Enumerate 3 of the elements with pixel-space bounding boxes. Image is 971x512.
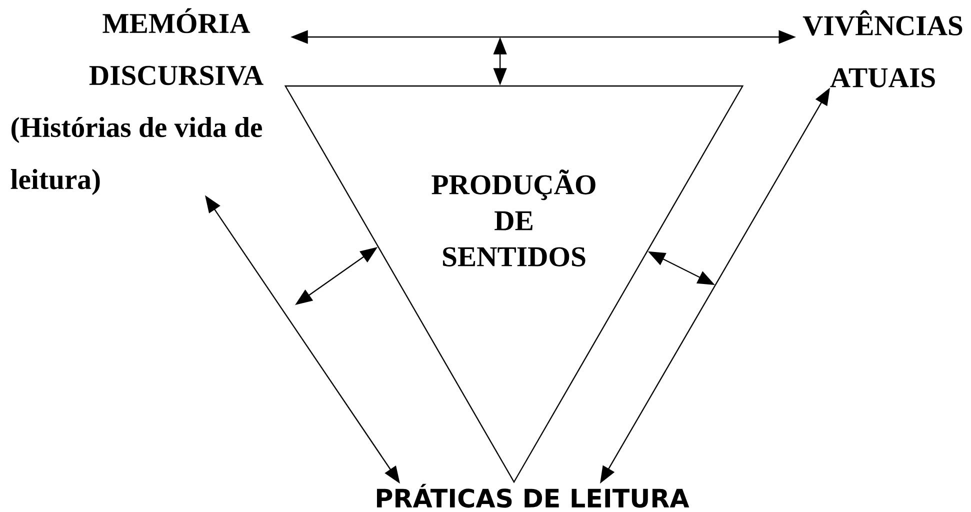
concept-label: PRÁTICAS DE LEITURA xyxy=(377,484,690,508)
concept-label: MEMÓRIA DISCURSIVA (Histórias de vida de leitura) xyxy=(10,8,264,195)
concept-label: VIVÊNCIAS ATUAIS xyxy=(802,10,962,88)
